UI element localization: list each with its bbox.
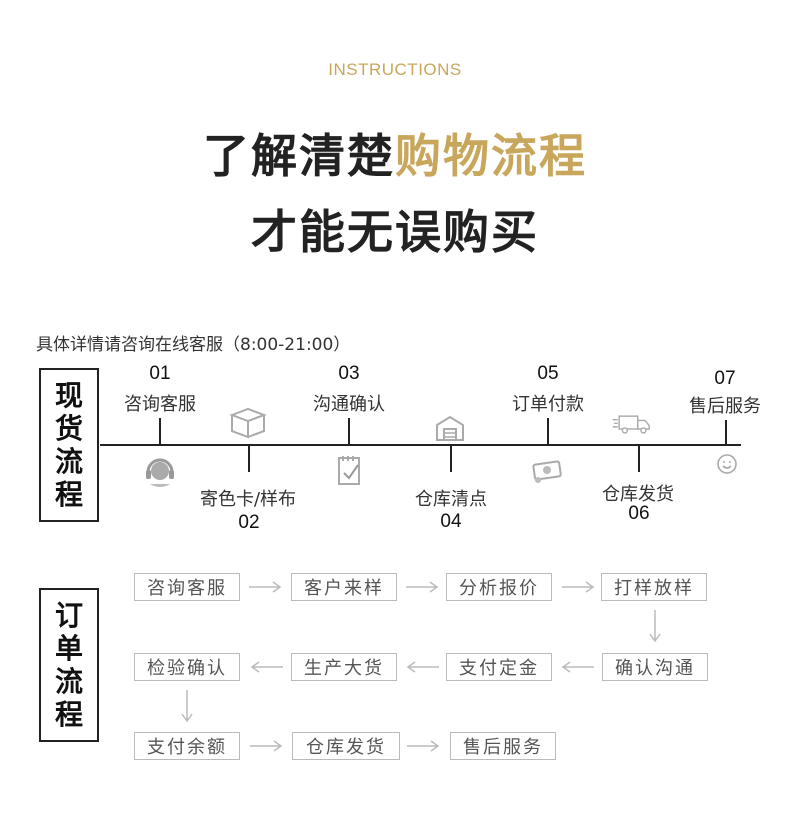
step-07-number: 07 — [714, 368, 736, 389]
step-01-tick — [159, 418, 161, 444]
arrow-right-icon — [562, 581, 595, 593]
arrow-left-icon — [406, 661, 439, 673]
title-char: 订 — [54, 599, 83, 632]
flow-box: 打样放样 — [601, 573, 707, 601]
consult-note: 具体详情请咨询在线客服（8:00-21:00） — [36, 335, 351, 355]
step-07-tick — [725, 420, 727, 446]
title-char: 程 — [54, 698, 83, 731]
headline-gold-part: 购物流程 — [395, 129, 587, 183]
step-01-label: 咨询客服 — [124, 394, 196, 415]
step-01-number: 01 — [149, 363, 171, 384]
headset-icon — [140, 452, 180, 492]
flow-box: 售后服务 — [450, 732, 556, 760]
step-03-number: 03 — [338, 363, 360, 384]
step-06-number: 06 — [628, 503, 650, 524]
spot-flow-title: 现 货 流 程 — [39, 368, 99, 522]
flow-box: 咨询客服 — [134, 573, 240, 601]
flow-box: 仓库发货 — [292, 732, 400, 760]
flow-box: 支付余额 — [134, 732, 240, 760]
step-04-number: 04 — [440, 511, 462, 532]
flow-box: 分析报价 — [446, 573, 552, 601]
step-04-label: 仓库清点 — [415, 489, 487, 510]
headline-line1: 了解清楚购物流程 — [0, 120, 790, 186]
title-char: 流 — [54, 665, 83, 698]
title-char: 单 — [54, 632, 83, 665]
headline-line2: 才能无误购买 — [251, 205, 539, 259]
title-char: 流 — [54, 445, 83, 478]
flow-box: 检验确认 — [134, 653, 240, 681]
arrow-right-icon — [406, 581, 439, 593]
step-05-number: 05 — [537, 363, 559, 384]
title-char: 现 — [54, 379, 83, 412]
arrow-right-icon — [407, 740, 440, 752]
flow-box: 生产大货 — [291, 653, 397, 681]
step-06-label: 仓库发货 — [602, 484, 674, 505]
arrow-right-icon — [249, 581, 282, 593]
step-02-number: 02 — [238, 512, 260, 533]
arrow-right-icon — [250, 740, 283, 752]
smile-icon — [707, 444, 747, 484]
instructions-label: INSTRUCTIONS — [328, 60, 462, 79]
notepad-icon — [330, 450, 370, 490]
arrow-left-icon — [250, 661, 283, 673]
arrow-down-icon — [649, 610, 661, 643]
flow-box: 确认沟通 — [602, 653, 708, 681]
step-05-tick — [547, 418, 549, 444]
step-05-label: 订单付款 — [512, 394, 584, 415]
step-02-label: 寄色卡/样布 — [199, 489, 297, 510]
step-02-tick — [248, 446, 250, 472]
warehouse-icon — [430, 408, 470, 448]
title-char: 货 — [54, 412, 83, 445]
order-flow-title: 订 单 流 程 — [39, 588, 99, 742]
step-04-tick — [450, 446, 452, 472]
headline-dark-part: 了解清楚 — [203, 129, 395, 183]
box-icon — [228, 402, 268, 442]
arrow-down-icon — [181, 690, 193, 723]
step-03-label: 沟通确认 — [313, 394, 385, 415]
arrow-left-icon — [561, 661, 594, 673]
step-06-tick — [638, 446, 640, 472]
title-char: 程 — [54, 478, 83, 511]
flow-box: 客户来样 — [291, 573, 397, 601]
step-03-tick — [348, 418, 350, 444]
flow-box: 支付定金 — [446, 653, 552, 681]
timeline-line — [100, 444, 741, 446]
money-icon — [527, 450, 567, 490]
truck-icon — [612, 404, 652, 444]
step-07-label: 售后服务 — [689, 396, 761, 417]
